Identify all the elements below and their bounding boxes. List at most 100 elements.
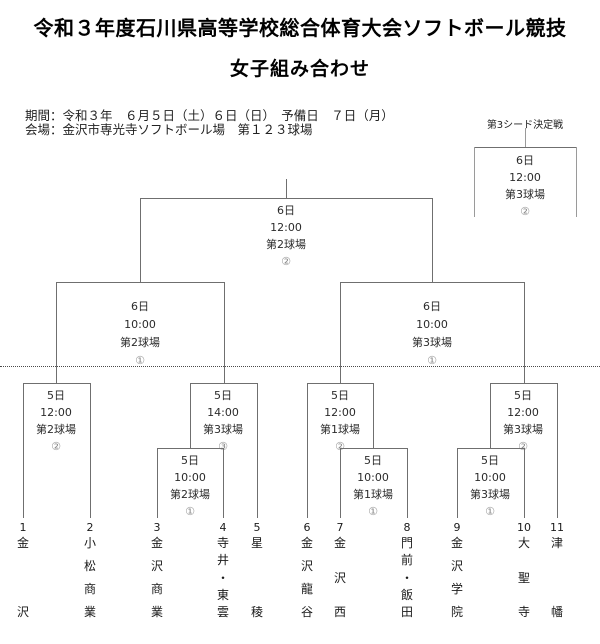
match-time: 10:00	[357, 471, 389, 484]
match-day: 6日	[131, 300, 149, 313]
match-field: 第3球場	[503, 423, 543, 436]
team-name-kanazawa-ryukoku: 金沢龍谷	[300, 536, 313, 619]
match-field: 第1球場	[320, 423, 360, 436]
qf2-bar	[190, 383, 257, 384]
team-seed-number: 1	[19, 521, 27, 534]
venue-line: 会場：金沢市専光寺ソフトボール場 第１２３球場	[25, 122, 313, 137]
match-field: 第1球場	[353, 488, 393, 501]
match-time: 14:00	[207, 406, 239, 419]
team-seed-number: 7	[336, 521, 344, 534]
team-seed-number: 2	[86, 521, 94, 534]
match-qf3: 5日 12:00 第1球場 ②	[300, 387, 380, 455]
match-day: 6日	[516, 154, 534, 167]
match-game-number: ②	[51, 440, 61, 453]
match-day: 5日	[364, 454, 382, 467]
match-day: 5日	[214, 389, 232, 402]
match-day: 5日	[47, 389, 65, 402]
match-field: 第2球場	[36, 423, 76, 436]
match-game-number: ①	[368, 505, 378, 518]
team-seed-number: 10	[517, 521, 531, 534]
match-time: 10:00	[174, 471, 206, 484]
match-field: 第2球場	[266, 238, 306, 251]
qf4-leg-winner-r1c	[490, 383, 491, 448]
r1b-leg-team8	[407, 448, 408, 518]
match-day: 5日	[481, 454, 499, 467]
match-semifinal-right: 6日 10:00 第3球場 ①	[392, 298, 472, 370]
match-qf2: 5日 14:00 第3球場 ③	[183, 387, 263, 455]
semifinal-right-leg-a	[340, 282, 341, 383]
match-game-number: ①	[135, 354, 145, 367]
qf2-leg-winner-r1a	[190, 383, 191, 448]
match-game-number: ①	[185, 505, 195, 518]
team-seed-number: 5	[253, 521, 261, 534]
match-time: 10:00	[474, 471, 506, 484]
third-seed-left-leg	[474, 147, 475, 217]
semifinal-right-bar	[340, 282, 524, 283]
day-separator-dotted-line	[0, 366, 600, 367]
match-day: 5日	[181, 454, 199, 467]
match-field: 第3球場	[505, 188, 545, 201]
team-name-terai-shinonome: 寺井・東雲	[216, 536, 229, 619]
qf3-bar	[307, 383, 373, 384]
team-name-daishoji: 大聖寺	[517, 536, 530, 619]
match-game-number: ②	[281, 255, 291, 268]
r1b-bar	[340, 448, 407, 449]
r1a-leg-team4	[223, 448, 224, 518]
semifinal-left-bar	[56, 282, 224, 283]
team-name-kanazawa-gakuin: 金沢学院	[450, 536, 463, 619]
match-qf4: 5日 12:00 第3球場 ②	[483, 387, 563, 455]
match-field: 第3球場	[412, 336, 452, 349]
final-right-leg	[432, 198, 433, 282]
team-name-kanazawa-shogyo: 金沢商業	[150, 536, 163, 619]
match-time: 12:00	[40, 406, 72, 419]
period-line: 期間：令和３年 ６月５日（土）６日（日） 予備日 ７日（月）	[25, 108, 394, 123]
qf3-leg-team6	[307, 383, 308, 518]
final-bar	[140, 198, 432, 199]
match-game-number: ②	[518, 440, 528, 453]
team-name-monzen-iida: 門前・飯田	[400, 536, 413, 619]
qf2-leg-team5	[257, 383, 258, 518]
match-day: 5日	[331, 389, 349, 402]
match-semifinal-left: 6日 10:00 第2球場 ①	[100, 298, 180, 370]
match-field: 第2球場	[170, 488, 210, 501]
r1a-bar	[157, 448, 223, 449]
team-seed-number: 8	[403, 521, 411, 534]
team-name-seiryo: 星稜	[250, 536, 263, 619]
match-time: 12:00	[324, 406, 356, 419]
match-r1c: 5日 10:00 第3球場 ①	[450, 452, 530, 520]
qf4-leg-team11	[557, 383, 558, 518]
third-seed-bar	[474, 147, 576, 148]
qf1-leg-team2	[90, 383, 91, 518]
team-seed-number: 4	[219, 521, 227, 534]
semifinal-right-leg-b	[524, 282, 525, 383]
champion-line	[286, 179, 287, 198]
match-game-number: ②	[520, 205, 530, 218]
page-subtitle: 女子組み合わせ	[229, 58, 370, 80]
team-seed-number: 11	[550, 521, 564, 534]
r1c-leg-team9	[457, 448, 458, 518]
match-third-seed: 6日 12:00 第3球場 ②	[485, 152, 565, 220]
match-field: 第3球場	[203, 423, 243, 436]
r1c-leg-team10	[524, 448, 525, 518]
match-field: 第3球場	[470, 488, 510, 501]
semifinal-left-leg-a	[56, 282, 57, 383]
match-game-number: ①	[427, 354, 437, 367]
qf1-leg-team1	[23, 383, 24, 518]
team-name-tsubata: 津幡	[550, 536, 563, 619]
third-seed-label: 第3シード決定戦	[486, 120, 564, 131]
final-left-leg	[140, 198, 141, 282]
team-seed-number: 3	[153, 521, 161, 534]
match-field: 第2球場	[120, 336, 160, 349]
team-name-kanazawa-nishi: 金沢西	[333, 536, 346, 619]
r1b-leg-team7	[340, 448, 341, 518]
match-day: 6日	[277, 204, 295, 217]
match-qf1: 5日 12:00 第2球場 ②	[16, 387, 96, 455]
third-seed-right-leg	[576, 147, 577, 217]
match-day: 6日	[423, 300, 441, 313]
match-time: 12:00	[507, 406, 539, 419]
qf3-leg-winner-r1b	[373, 383, 374, 448]
match-game-number: ①	[485, 505, 495, 518]
match-time: 10:00	[416, 318, 448, 331]
page-title: 令和３年度石川県高等学校総合体育大会ソフトボール競技	[33, 16, 567, 40]
r1a-leg-team3	[157, 448, 158, 518]
